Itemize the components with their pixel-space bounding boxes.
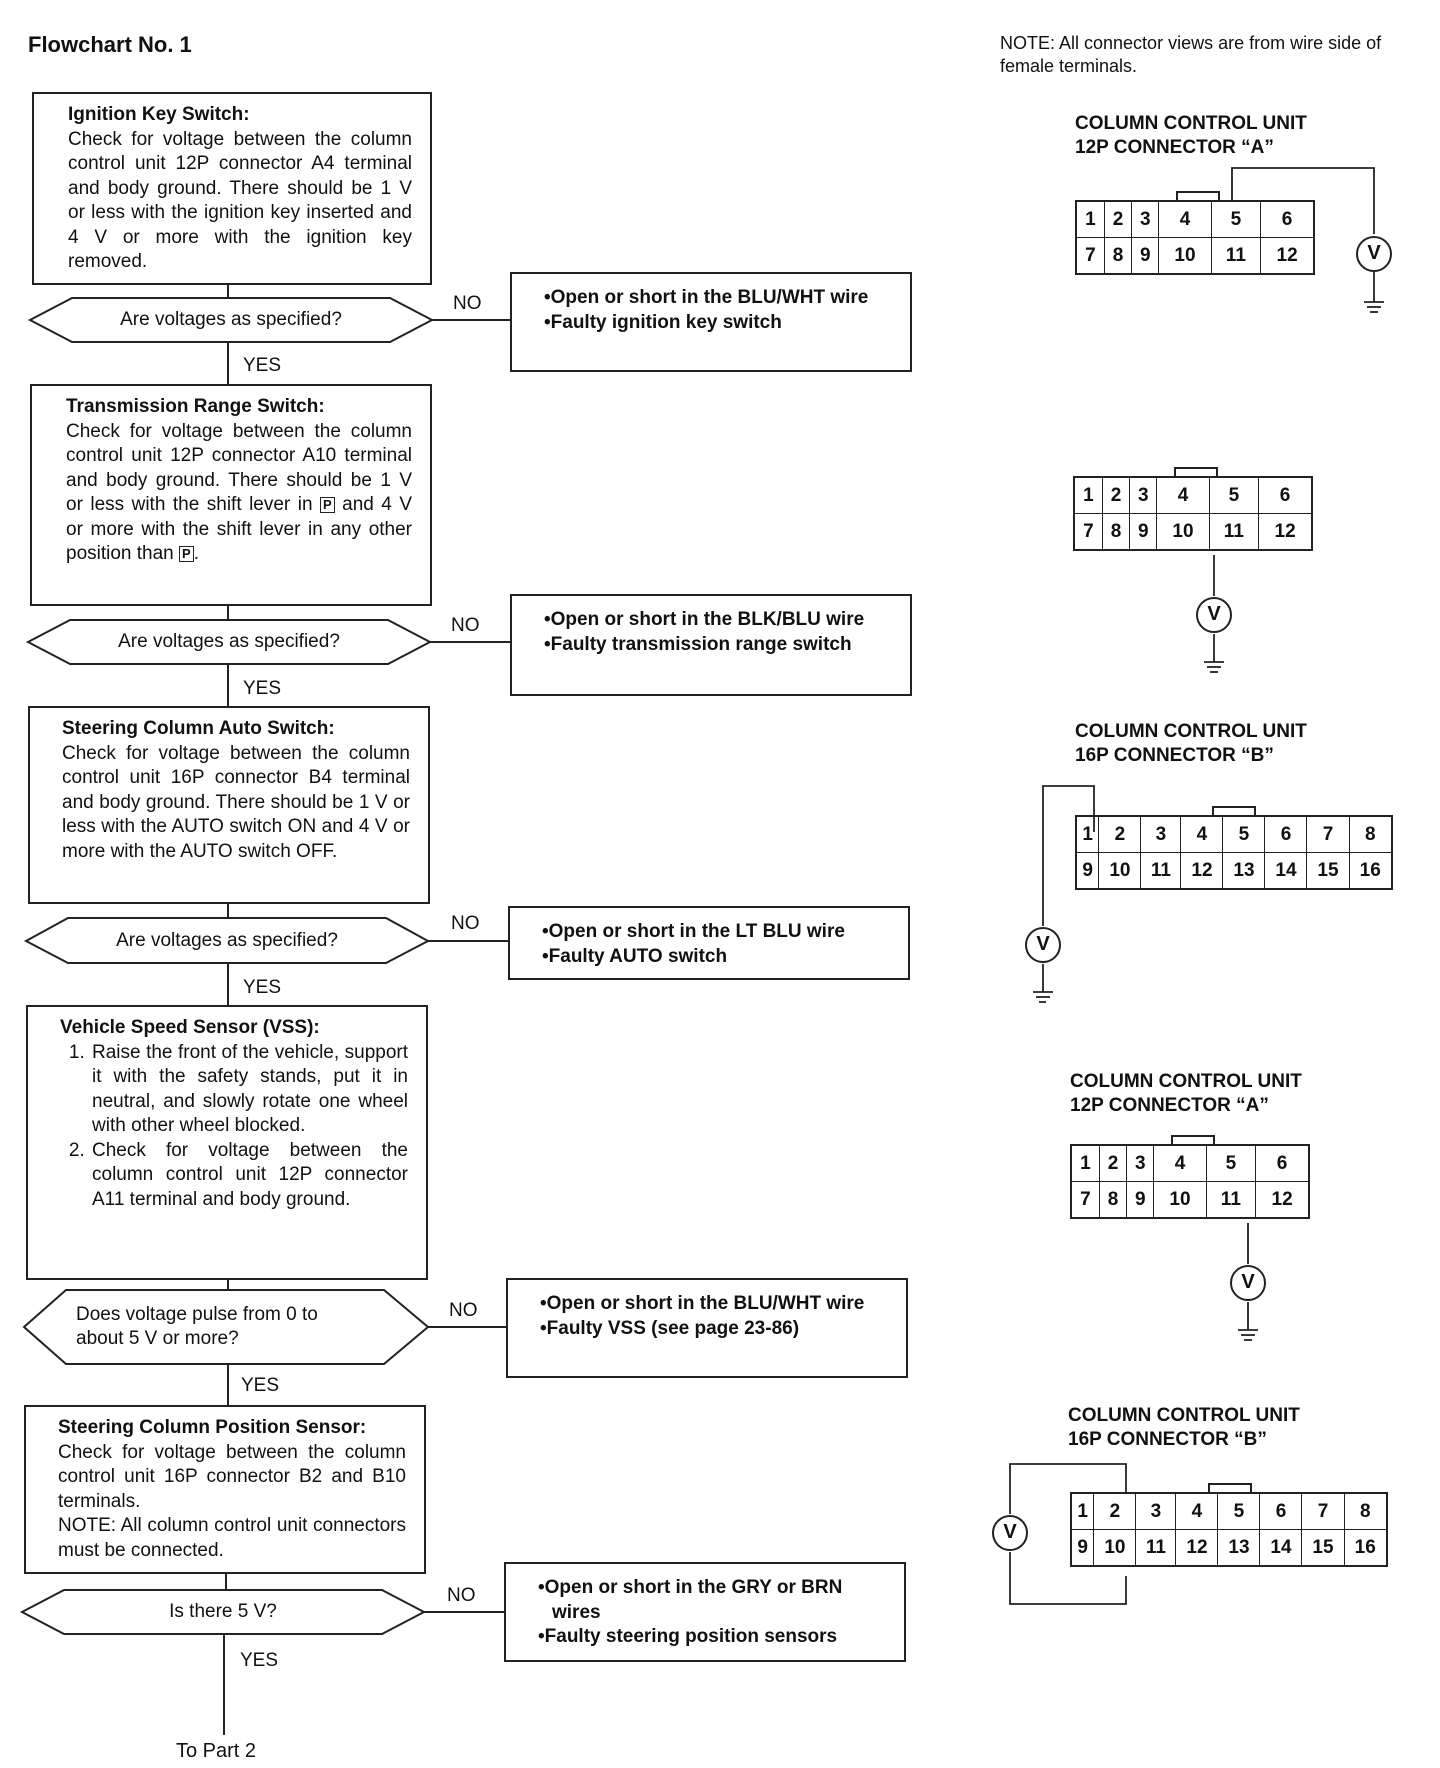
connector-latch (1174, 467, 1218, 477)
no-label: NO (451, 615, 480, 636)
step-heading: Vehicle Speed Sensor (VSS): (60, 1017, 320, 1038)
step-body: Check for voltage between the column con… (66, 420, 413, 565)
no-label: NO (453, 293, 482, 314)
connector-latch (1171, 1135, 1215, 1145)
connector-latch (1208, 1483, 1252, 1493)
voltmeter-icon: V (992, 1515, 1028, 1551)
step-body: Check for voltage between the column con… (62, 742, 410, 862)
yes-label: YES (243, 678, 282, 699)
step-steering-column-position-sensor: Steering Column Position Sensor: Check f… (24, 1405, 426, 1574)
result-item: Open or short in the BLK/BLU wire (544, 608, 892, 633)
step-transmission-range-switch: Transmission Range Switch: Check for vol… (30, 384, 432, 606)
decision-question: Are voltages as specified? (118, 631, 340, 652)
continuation-label: To Part 2 (176, 1740, 257, 1762)
step-heading: Ignition Key Switch: (68, 104, 250, 125)
yes-label: YES (243, 977, 282, 998)
result-box: Open or short in the GRY or BRN wires Fa… (504, 1562, 906, 1662)
park-position-box: P (179, 546, 194, 562)
result-box: Open or short in the BLU/WHT wire Faulty… (510, 272, 912, 372)
connector-latch (1176, 191, 1220, 201)
park-position-box: P (319, 497, 335, 513)
connector-latch (1212, 806, 1256, 816)
voltmeter-icon: V (1230, 1265, 1266, 1301)
decision-question: Is there 5 V? (169, 1601, 277, 1622)
result-item: Faulty ignition key switch (544, 311, 892, 336)
step-heading: Steering Column Position Sensor: (58, 1417, 367, 1438)
yes-label: YES (243, 355, 282, 376)
result-item: Open or short in the LT BLU wire (542, 920, 890, 945)
result-item: Open or short in the BLU/WHT wire (544, 286, 892, 311)
decision-question: Are voltages as specified? (116, 929, 338, 951)
result-box: Open or short in the BLK/BLU wire Faulty… (510, 594, 912, 696)
page-title: Flowchart No. 1 (28, 32, 192, 57)
yes-label: YES (241, 1375, 280, 1396)
step-vehicle-speed-sensor: Vehicle Speed Sensor (VSS): Raise the fr… (26, 1005, 428, 1280)
step-body: Check for voltage between the column con… (68, 128, 412, 273)
no-label: NO (447, 1585, 476, 1606)
connector-view-note: NOTE: All connector views are from wire … (1000, 33, 1382, 76)
decision-question: Does voltage pulse from 0 to about 5 V o… (76, 1304, 318, 1349)
result-item: Faulty VSS (see page 23-86) (540, 1317, 888, 1342)
result-box: Open or short in the BLU/WHT wire Faulty… (506, 1278, 908, 1378)
step-heading: Steering Column Auto Switch: (62, 718, 335, 739)
result-item: Open or short in the GRY or BRN wires (538, 1576, 886, 1625)
step-ignition-key-switch: Ignition Key Switch: Check for voltage b… (32, 92, 432, 285)
no-label: NO (449, 1300, 478, 1321)
voltmeter-icon: V (1356, 236, 1392, 272)
result-item: Faulty transmission range switch (544, 633, 892, 658)
result-item: Faulty AUTO switch (542, 945, 890, 970)
decision-question: Are voltages as specified? (120, 309, 342, 330)
voltmeter-icon: V (1196, 597, 1232, 633)
instruction-item: Check for voltage between the column con… (90, 1139, 408, 1213)
yes-label: YES (240, 1650, 279, 1671)
step-heading: Transmission Range Switch: (66, 396, 325, 417)
step-instructions: Raise the front of the vehicle, support … (60, 1041, 408, 1213)
instruction-item: Raise the front of the vehicle, support … (90, 1041, 408, 1139)
result-item: Open or short in the BLU/WHT wire (540, 1292, 888, 1317)
result-box: Open or short in the LT BLU wire Faulty … (508, 906, 910, 980)
step-steering-column-auto-switch: Steering Column Auto Switch: Check for v… (28, 706, 430, 904)
step-body: Check for voltage between the column con… (58, 1441, 406, 1512)
voltmeter-icon: V (1025, 927, 1061, 963)
result-item: Faulty steering position sensors (538, 1625, 886, 1650)
no-label: NO (451, 913, 480, 934)
step-note: NOTE: All column control unit connectors… (58, 1515, 406, 1561)
